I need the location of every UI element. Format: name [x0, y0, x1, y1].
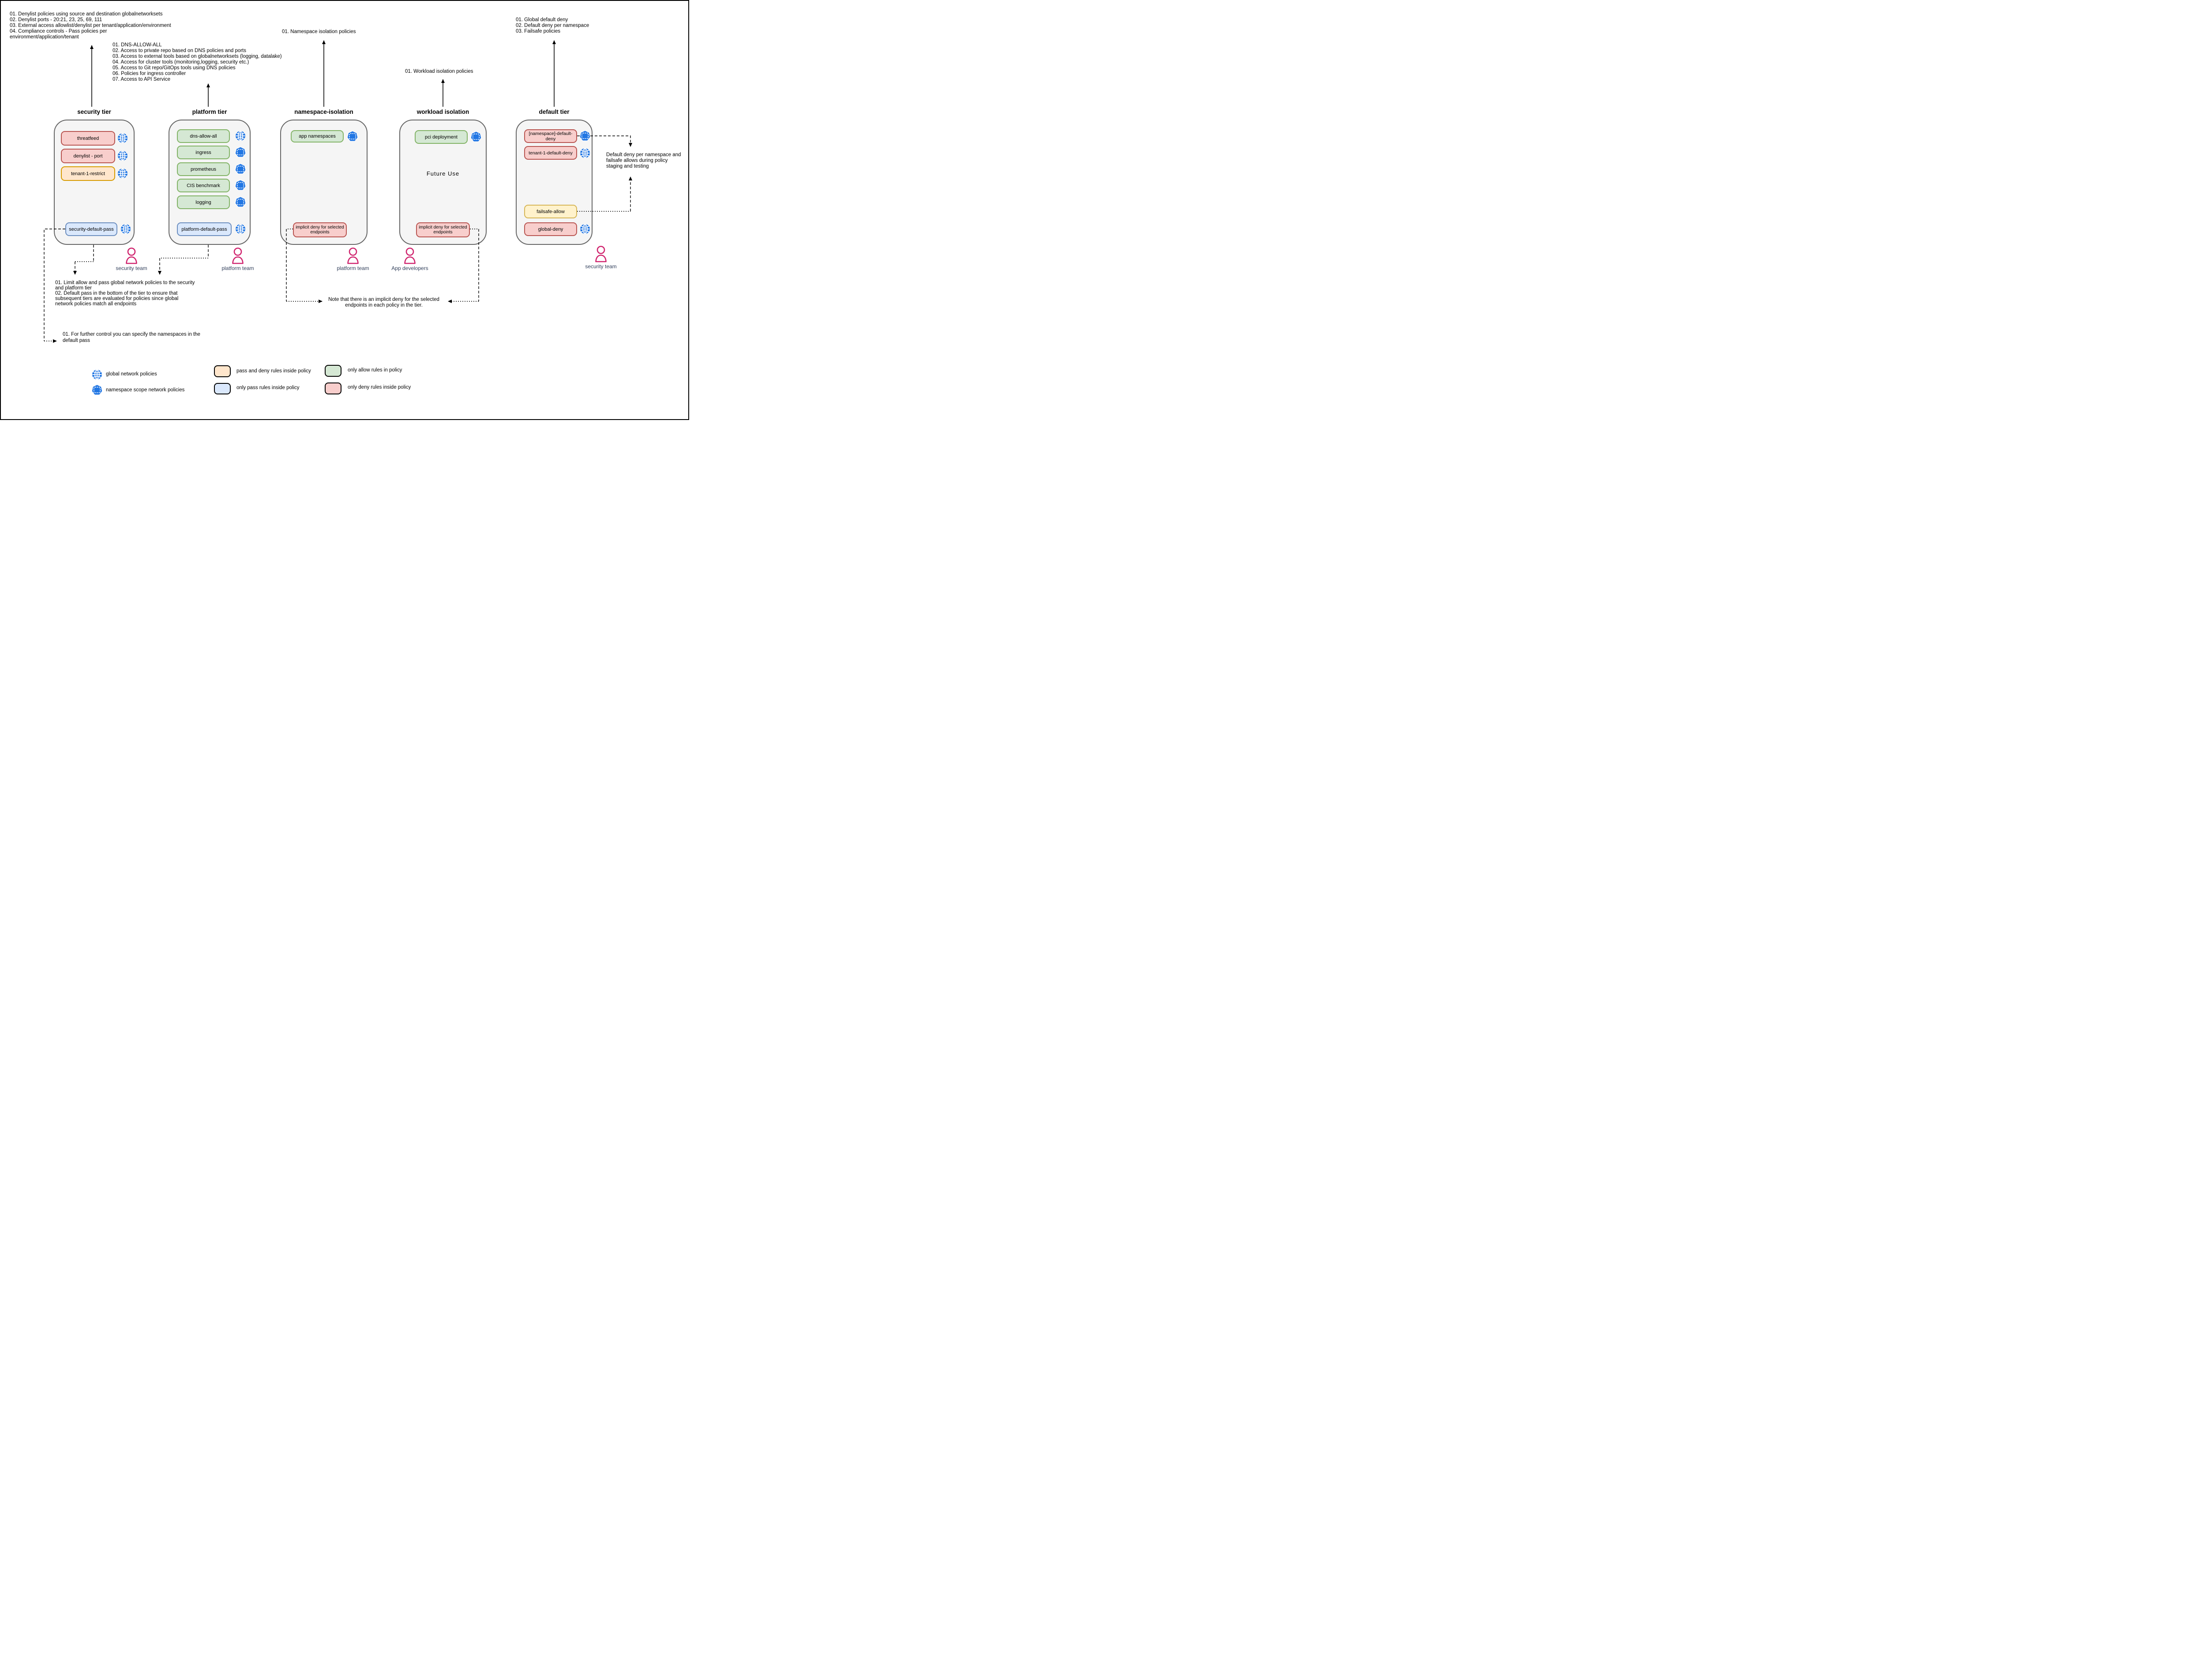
- namespace-icon: [91, 384, 103, 396]
- implicit-deny-note: Note that there is an implicit deny for …: [328, 297, 439, 308]
- team-label-security-2: security team: [585, 263, 617, 270]
- security-tier-note: 01. Denylist policies using source and d…: [10, 11, 171, 40]
- team-label-platform-2: platform team: [337, 265, 369, 271]
- policy-implicit-deny-namespace: implicit deny for selected endpoints: [293, 222, 347, 237]
- legend-label-allow: only allow rules in policy: [348, 368, 402, 373]
- platform-tier-note: 01. DNS-ALLOW-ALL 02. Access to private …: [113, 42, 282, 82]
- policy-namespace-default-deny: [namespace]-default-deny: [524, 129, 577, 143]
- policy-tenant-1-default-deny: tenant-1-default-deny: [524, 146, 577, 160]
- limit-pass-note: 01. Limit allow and pass global network …: [55, 280, 195, 307]
- policy-logging: logging: [177, 195, 230, 209]
- future-use-label: Future Use: [426, 170, 460, 177]
- further-control-note: 01. For further control you can specify …: [63, 332, 200, 343]
- workload-isolation-tier-title: workload isolation: [416, 109, 469, 115]
- globe-icon: [235, 224, 246, 234]
- globe-icon: [117, 133, 128, 143]
- policy-implicit-deny-workload: implicit deny for selected endpoints: [416, 222, 470, 237]
- person-icon: [594, 245, 608, 263]
- diagram-canvas: 01. Denylist policies using source and d…: [0, 0, 689, 420]
- person-icon: [125, 247, 138, 265]
- security-tier-title: security tier: [77, 109, 111, 115]
- team-label-security: security team: [116, 265, 147, 271]
- namespace-icon: [235, 196, 246, 208]
- policy-prometheus: prometheus: [177, 162, 230, 176]
- legend-label-pass: only pass rules inside policy: [236, 385, 300, 390]
- namespace-icon: [235, 180, 246, 191]
- namespace-isolation-note: 01. Namespace isolation policies: [282, 29, 356, 34]
- legend-swatch-pass: [214, 383, 231, 394]
- policy-security-default-pass: security-default-pass: [65, 222, 117, 236]
- policy-failsafe-allow: failsafe-allow: [524, 205, 577, 218]
- staging-note: Default deny per namespace and failsafe …: [606, 152, 681, 169]
- policy-platform-default-pass: platform-default-pass: [177, 222, 232, 236]
- globe-icon: [120, 224, 131, 234]
- legend-label-deny: only deny rules inside policy: [348, 385, 411, 390]
- namespace-icon: [235, 146, 246, 158]
- platform-tier-title: platform tier: [192, 109, 227, 115]
- default-tier-title: default tier: [539, 109, 570, 115]
- globe-icon: [580, 224, 590, 234]
- globe-icon: [235, 131, 246, 141]
- globe-icon: [92, 369, 102, 380]
- policy-dns-allow-all: dns-allow-all: [177, 129, 230, 143]
- legend-label-namespace: namespace scope network policies: [106, 387, 185, 393]
- legend-swatch-allow: [325, 365, 341, 377]
- namespace-icon: [470, 131, 482, 142]
- globe-icon: [117, 150, 128, 161]
- policy-cis-benchmark: CIS benchmark: [177, 179, 230, 192]
- namespace-icon: [235, 163, 246, 175]
- person-icon: [231, 247, 244, 265]
- legend-label-pass-deny: pass and deny rules inside policy: [236, 368, 311, 374]
- policy-global-deny: global-deny: [524, 222, 577, 236]
- person-icon: [346, 247, 360, 265]
- namespace-icon: [347, 131, 358, 142]
- globe-icon: [117, 168, 128, 179]
- workload-isolation-note: 01. Workload isolation policies: [405, 69, 473, 74]
- team-label-platform: platform team: [221, 265, 254, 271]
- policy-ingress: ingress: [177, 146, 230, 159]
- policy-tenant-1-restrict: tenant-1-restrict: [61, 166, 115, 181]
- policy-pci-deployment: pci deployment: [415, 130, 468, 144]
- default-tier-note: 01. Global default deny 02. Default deny…: [516, 17, 589, 34]
- team-label-app-developers: App developers: [391, 265, 428, 271]
- policy-app-namespaces: app namespaces: [291, 130, 344, 142]
- globe-icon: [580, 148, 590, 158]
- person-icon: [403, 247, 416, 265]
- legend-swatch-pass-deny: [214, 365, 231, 377]
- namespace-icon: [579, 130, 591, 142]
- legend-label-global: global network policies: [106, 371, 157, 377]
- namespace-isolation-tier-title: namespace-isolation: [294, 109, 353, 115]
- policy-denylist-port: denylist - port: [61, 149, 115, 163]
- policy-threatfeed: threatfeed: [61, 131, 115, 146]
- legend-swatch-deny: [325, 382, 341, 394]
